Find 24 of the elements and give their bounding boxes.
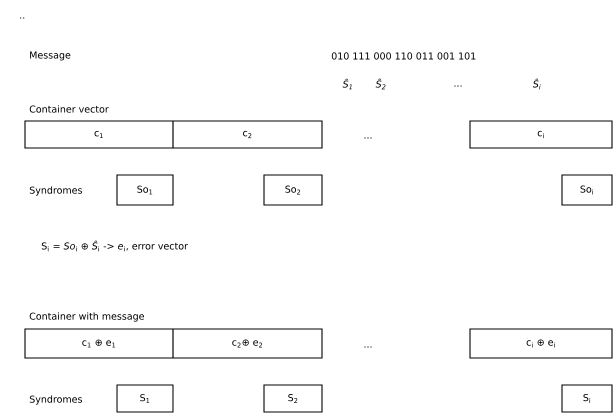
vector-cell: c$_{2}$	[172, 120, 323, 149]
row-label: Syndromes	[30, 186, 82, 196]
ellipsis: ...	[454, 85, 462, 87]
syndrome-box: S$_{2}$	[263, 384, 323, 413]
vector-cell: c$_{1}$ ⊕ e$_{1}$	[24, 328, 174, 359]
syndrome-box: So$_{1}$	[116, 174, 174, 206]
syndrome-box: S$_{i}$	[561, 384, 613, 413]
syndrome-box: So$_{i}$	[561, 174, 613, 206]
vector-cell: c$_{i}$ ⊕ e$_{i}$	[469, 328, 613, 359]
formula-text: S$_{i}$ = So$_{i}$ ⊕ Ŝ$_{i}$ -> e$_{i}$, error vector	[42, 240, 188, 252]
vector-cell: c$_{2}$⊕ e$_{2}$	[172, 328, 323, 359]
hat-symbol: Ŝ$_{2}$	[376, 78, 386, 90]
bit-string: 010 111 000 110 011 001 101	[332, 52, 476, 60]
syndrome-box: S$_{1}$	[116, 384, 174, 413]
dots-mark: ..	[20, 17, 24, 19]
hat-symbol: Ŝ$_{i}$	[532, 78, 541, 90]
hat-symbol: Ŝ$_{1}$	[342, 78, 352, 90]
row-label: Message	[30, 52, 70, 60]
ellipsis: ...	[364, 346, 372, 348]
vector-cell: c$_{1}$	[24, 120, 174, 149]
syndrome-box: So$_{2}$	[263, 174, 323, 206]
ellipsis: ...	[364, 137, 372, 139]
vector-cell: c$_{i}$	[469, 120, 613, 149]
row-label: Syndromes	[30, 395, 82, 405]
